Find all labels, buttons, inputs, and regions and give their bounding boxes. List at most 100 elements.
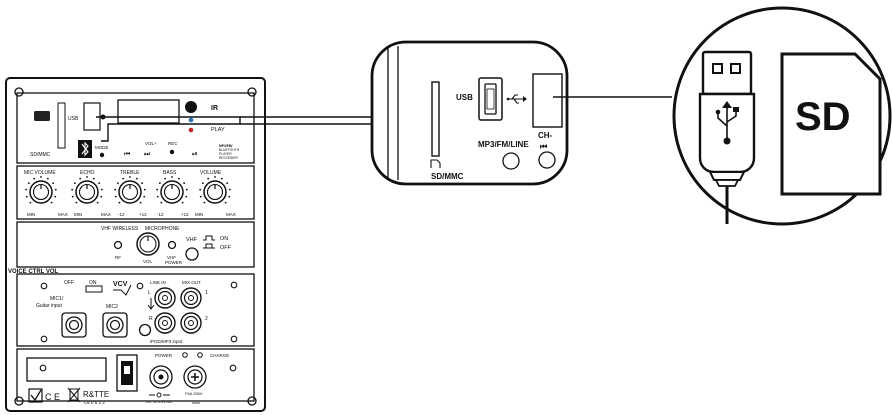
guitar-input-label: Guitar input [36,303,62,309]
vcv-label: VCV [113,281,128,288]
sd-card-icon: SD [780,52,882,196]
knob-section: MIC VOLUME ECHO TREBLE BASS VOLUME MIN M… [16,165,255,220]
echo-knob-icon [71,176,103,204]
sd-mmc-label: SD/MMC [30,152,51,158]
detail-callout: SD [672,6,892,226]
line-in-label: LINE IN [150,280,166,285]
mp3-text-3: PLAYER [219,152,232,156]
zoom-usb-port [478,77,503,121]
zoom-prev-icon: ⏮ [540,142,547,151]
microphone-label: MICROPHONE [145,226,180,232]
mp3-text-4: RECORDER [219,156,238,160]
knob-label-mic-volume: MIC VOLUME [24,170,56,176]
wireless-section: VHF WIRELESS MICROPHONE RF VOL VHF POWER… [8,221,255,275]
ir-label: IR [211,105,218,112]
volume-min-label: MIN [195,212,203,217]
fuse-label: F6A 250V [185,391,203,396]
mic-min-label: MIN [27,212,35,217]
dc-jack-icon [149,365,173,389]
knob-label-bass: BASS [163,170,177,176]
rtte-label: R&TTE [83,390,109,399]
echo-max-label: MAX [101,212,111,217]
label-plate [26,357,107,382]
fuse-holder-icon [183,365,207,389]
play-pause-icon: ⏯ [192,151,198,158]
vol-plus-label: VOL+ [145,141,157,146]
ipod-jack-icon [138,323,152,337]
zoom-usb-label: USB [456,93,473,102]
mic1-label: MIC1/ [50,296,64,302]
ce-mark: C E [45,392,60,402]
usb-stick-icon [698,50,756,224]
line-in-l-rca-jack-icon [154,287,176,309]
ir-sensor-icon [185,101,197,113]
zoom-mp3-label: MP3/FM/LINE [478,140,529,149]
display-window [117,99,180,124]
knob-label-treble: TREBLE [120,170,140,176]
zoom-ch-label: CH- [538,131,553,140]
screw-hole-icon [14,87,24,97]
sd-slot-icon [34,111,50,121]
rec-label: REC [168,141,178,146]
prev-icon: ⏮ [124,151,130,158]
mp3-text-1: MP3/FM/ [219,144,232,148]
charge-label: CHARGE [210,353,229,358]
bass-max-label: +12 [181,212,189,217]
mic2-label: MIC2 [106,304,118,310]
zoom-right-socket [532,73,563,128]
power-switch-icon [116,354,138,392]
mix-out-label: MIX OUT [182,280,201,285]
on-label: ON [220,236,228,242]
dc-label: DC 12-15V/4A [146,399,172,404]
mic2-jack-icon [102,312,128,338]
led-blue-icon [188,117,194,123]
vhf-power-led-icon [167,240,177,250]
off-symbol-icon [203,243,215,249]
mic-volume-knob-icon [25,176,57,204]
cable-line [96,116,241,142]
zoom-mode-button-icon [502,152,520,170]
vcv-switch-icon [85,285,103,293]
input-section: OFF ON VCV MIC1/ Guitar input MIC2 LINE … [16,273,255,347]
treble-knob-icon [114,176,146,204]
vol-label: VOL [143,259,153,264]
screw-hole-icon [247,87,257,97]
treble-min-label: -12 [118,212,125,217]
weee-bin-icon [67,387,81,403]
zoom-callout: SD/MMC USB MP3/FM/LINE CH- ⏮ [370,40,569,186]
on-symbol-icon [203,235,215,241]
vcv-off-label: OFF [64,280,74,286]
vhf-wireless-label: VHF WIRELESS [101,226,139,232]
sd-card-slot [431,81,440,157]
vhf-switch-icon [185,247,199,261]
bass-knob-icon [156,176,188,204]
knob-label-volume: VOLUME [200,170,222,176]
bass-min-label: -12 [157,212,164,217]
ch2-label: 2 [205,316,208,322]
vhf-power-label-2: POWER [165,260,183,265]
rf-led-icon [113,240,123,250]
mix-out-1-rca-jack-icon [180,287,202,309]
mix-out-2-rca-jack-icon [180,312,202,334]
sd-card-icon [430,159,441,168]
checkmark-box-icon [28,388,43,403]
power-section: POWER CHARGE DC 12-15V/4A F6A 250V C E [16,348,255,405]
rec-button-icon [169,149,175,155]
volume-max-label: MAX [226,212,236,217]
mic1-jack-icon [61,312,87,338]
ch1-label: 1 [205,290,208,296]
play-label: PLAY [211,127,225,133]
mp3-text-2: BLUETOOTH [219,148,240,152]
line-in-r-rca-jack-icon [154,312,176,334]
zoom-sd-mmc-label: SD/MMC [431,172,464,181]
mic-vol-knob-icon [136,232,160,256]
mic-max-label: MAX [58,212,68,217]
vcv-symbol-icon [113,284,132,296]
mode-button-icon [99,152,105,158]
l-label: L [148,290,151,296]
power-label: POWER [155,353,173,358]
amplifier-panel: SD/MMC USB IR PLAY MODE ⏮ VOL+ ⏭ REC ⏯ M… [5,77,266,412]
echo-min-label: MIN [74,212,82,217]
ipod-label: iPOD/MP3 input [150,339,183,344]
